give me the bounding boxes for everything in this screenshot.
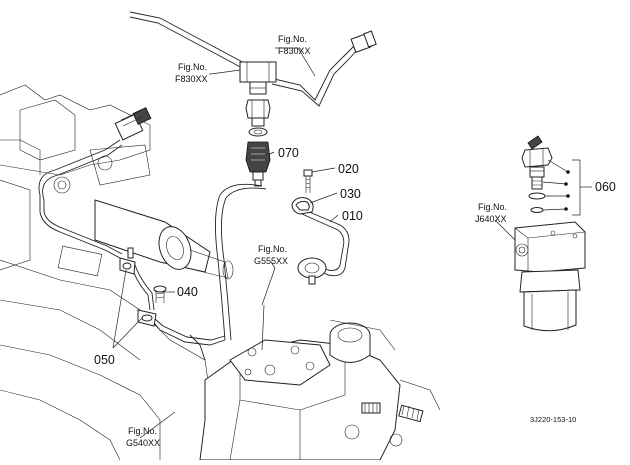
drawing-code: 3J220-153-10 (530, 415, 576, 424)
part-number-060[interactable]: 060 (595, 180, 616, 194)
threaded-stud (398, 404, 424, 423)
part-number-050[interactable]: 050 (94, 353, 115, 367)
clip-050-lower (137, 309, 157, 327)
figure-ref-label: Fig.No. (128, 426, 157, 436)
figure-ref-g555[interactable]: Fig.No. G555XX (254, 244, 288, 266)
part-number-020[interactable]: 020 (338, 162, 359, 176)
gearbox-housing (199, 319, 441, 461)
part-number-070[interactable]: 070 (278, 146, 299, 160)
filter-assembly (514, 135, 592, 332)
wire-harness (38, 107, 152, 259)
pipe-010 (214, 183, 350, 341)
pressure-switch (245, 141, 271, 187)
figure-ref-j640[interactable]: Fig.No. J640XX (475, 202, 507, 224)
part-number-010[interactable]: 010 (342, 209, 363, 223)
threaded-stud (361, 402, 381, 414)
indicator-switch (521, 135, 553, 190)
part-number-040[interactable]: 040 (177, 285, 198, 299)
transmission-housing (0, 84, 234, 461)
clip-050-upper (119, 247, 136, 275)
clamp-030 (291, 197, 314, 215)
part-number-030[interactable]: 030 (340, 187, 361, 201)
figure-ref-f830-top[interactable]: Fig.No. F830XX (278, 34, 311, 56)
figure-ref-label: Fig.No. (178, 62, 207, 72)
figure-ref-code: J640XX (475, 214, 507, 224)
hose-assembly (129, 261, 226, 361)
adapter-fitting (245, 99, 271, 137)
upper-pipe (129, 11, 377, 107)
figure-ref-code: G555XX (254, 256, 288, 266)
leader-lines (112, 47, 516, 439)
figure-ref-label: Fig.No. (258, 244, 287, 254)
washer-060 (528, 192, 546, 200)
o-ring-060 (530, 207, 544, 213)
bolt-040 (153, 285, 167, 303)
bolt-020 (303, 169, 313, 193)
banjo-fitting (297, 257, 327, 285)
figure-ref-code: F830XX (278, 46, 311, 56)
elbow-fitting (350, 30, 377, 53)
connector-plug (114, 107, 152, 141)
figure-ref-label: Fig.No. (478, 202, 507, 212)
figure-ref-g540[interactable]: Fig.No. G540XX (126, 426, 160, 448)
figure-ref-label: Fig.No. (278, 34, 307, 44)
figure-ref-code: G540XX (126, 438, 160, 448)
tee-fitting (239, 61, 277, 95)
figure-ref-f830-left[interactable]: Fig.No. F830XX (175, 62, 208, 84)
figure-ref-code: F830XX (175, 74, 208, 84)
